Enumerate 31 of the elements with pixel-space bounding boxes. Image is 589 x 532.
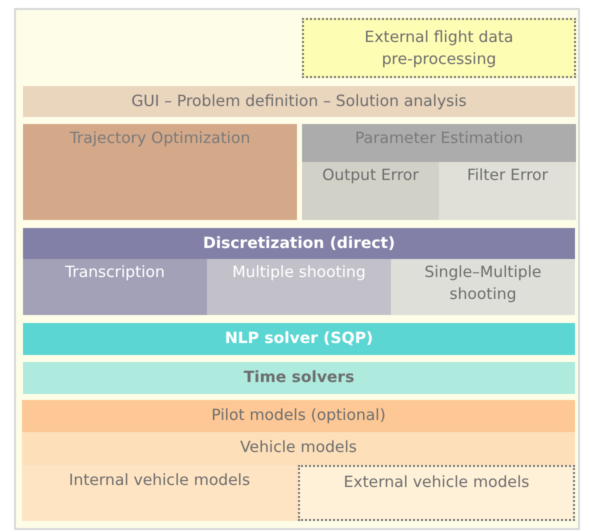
module-box bbox=[302, 162, 439, 220]
module-box bbox=[207, 259, 391, 315]
module-label: Multiple shooting bbox=[231, 262, 367, 283]
module-label: Trajectory Optimization bbox=[68, 128, 252, 149]
module-box bbox=[298, 465, 575, 521]
module-label: Transcription bbox=[64, 262, 166, 283]
module-box bbox=[23, 86, 575, 117]
module-label: Internal vehicle models bbox=[68, 470, 252, 491]
module-box bbox=[439, 162, 576, 220]
module-box bbox=[302, 124, 576, 220]
module-label: Discretization (direct) bbox=[202, 233, 396, 254]
module-label: Single–Multiple shooting bbox=[424, 262, 542, 305]
module-box bbox=[22, 400, 575, 432]
module-box bbox=[23, 362, 575, 394]
module-label: Output Error bbox=[321, 165, 420, 186]
module-label: External flight data pre-processing bbox=[364, 27, 514, 70]
module-label: GUI – Problem definition – Solution analysis bbox=[130, 91, 468, 112]
module-box bbox=[23, 228, 575, 315]
module-box bbox=[391, 259, 575, 315]
module-box bbox=[23, 323, 575, 355]
module-box bbox=[23, 124, 297, 220]
module-box bbox=[22, 432, 575, 521]
module-label: Filter Error bbox=[466, 165, 550, 186]
module-label: Pilot models (optional) bbox=[210, 405, 387, 426]
module-box bbox=[302, 18, 576, 78]
module-label: External vehicle models bbox=[342, 472, 530, 493]
module-box bbox=[23, 259, 207, 315]
module-label: Time solvers bbox=[242, 367, 356, 388]
module-box bbox=[22, 465, 297, 521]
module-label: Vehicle models bbox=[239, 437, 358, 458]
module-label: NLP solver (SQP) bbox=[224, 328, 374, 349]
